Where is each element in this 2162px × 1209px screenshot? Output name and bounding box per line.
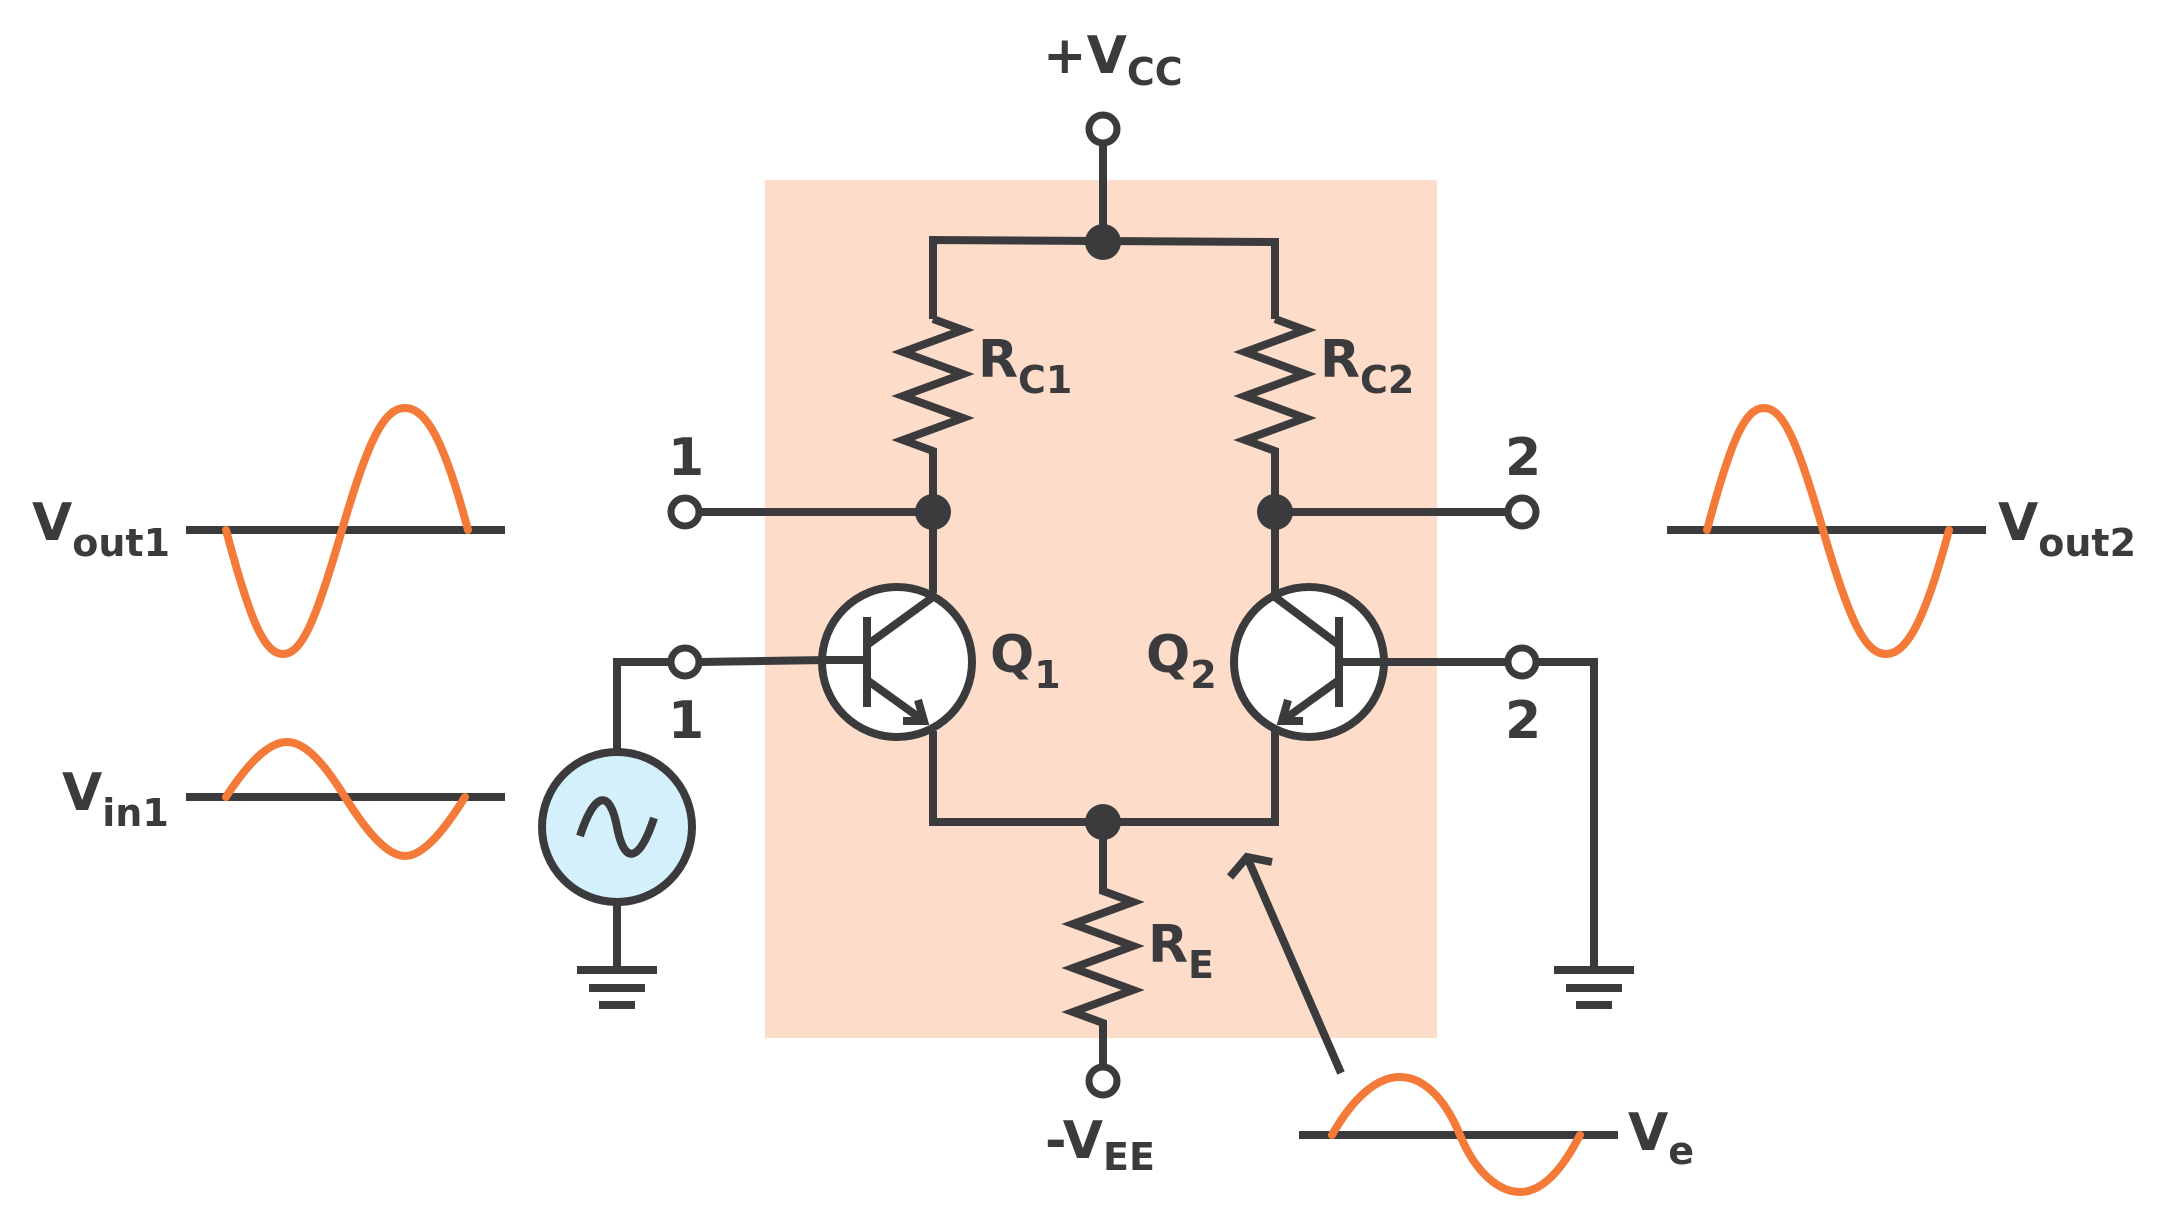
re-resistor (1061, 822, 1145, 1067)
vcc-label: +VCC (1043, 26, 1183, 94)
vout1-label: Vout1 (32, 493, 170, 565)
rc1-label: RC1 (978, 330, 1072, 402)
ground2-icon (1554, 966, 1634, 1009)
rc2-label: RC2 (1320, 330, 1414, 402)
ve-waveform (1299, 1072, 1618, 1197)
out1-terminal-label: 1 (668, 428, 704, 488)
q2-label: Q2 (1146, 625, 1217, 697)
out1-terminal (667, 494, 703, 530)
in1-wiring (613, 658, 685, 752)
vin1-waveform (186, 737, 505, 861)
vout1-waveform (186, 403, 505, 659)
ve-probe-arrow (1226, 852, 1345, 1075)
out2-terminal-label: 2 (1505, 428, 1541, 488)
rc2-resistor (1233, 315, 1317, 512)
in2-terminal (1504, 644, 1540, 680)
rc1-resistor (891, 315, 975, 512)
vcc-terminal (1085, 111, 1121, 147)
ve-label: Ve (1628, 1103, 1694, 1173)
vcc-node (1085, 224, 1121, 260)
q1-transistor (818, 583, 976, 741)
vee-label: -VEE (1045, 1111, 1155, 1179)
in2-terminal-label: 2 (1505, 691, 1541, 751)
in1-terminal (667, 644, 703, 680)
ac-source-icon (538, 748, 696, 906)
q1-label: Q1 (990, 625, 1061, 697)
re-label: RE (1148, 915, 1214, 987)
in2-wiring (1536, 658, 1598, 968)
out2-terminal (1504, 494, 1540, 530)
q2-transistor (1230, 583, 1388, 741)
in1-terminal-label: 1 (668, 691, 704, 751)
vin1-label: Vin1 (62, 763, 169, 835)
ground1-icon (577, 966, 657, 1009)
vout2-label: Vout2 (1998, 493, 2136, 565)
vout2-waveform (1667, 403, 1986, 659)
vee-terminal (1085, 1063, 1121, 1099)
